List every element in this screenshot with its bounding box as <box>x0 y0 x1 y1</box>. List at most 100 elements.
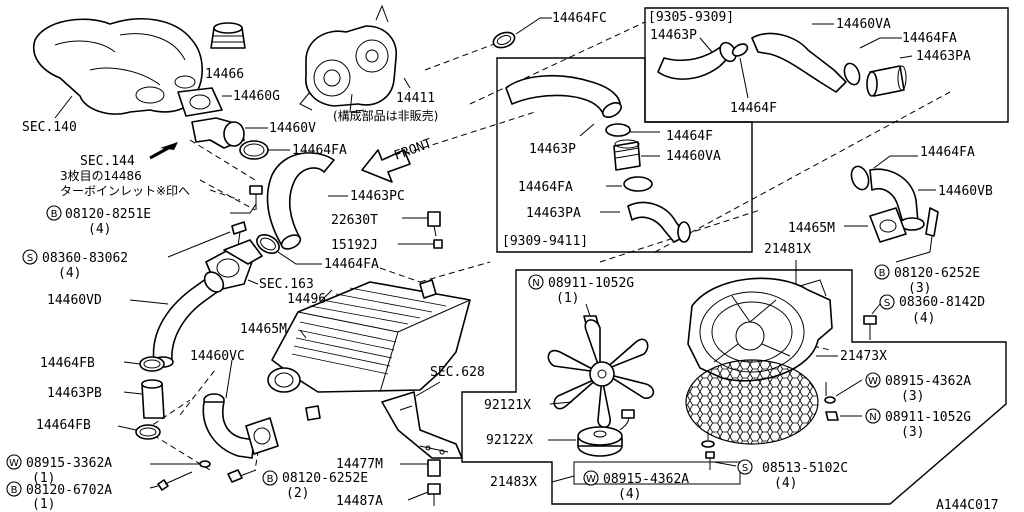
screw-08513-5102C-label: 08513-5102C <box>762 461 848 476</box>
part-14411-label: 14411 <box>396 91 435 106</box>
marker-s-8142D <box>879 294 895 310</box>
svg-text:N: N <box>869 412 876 423</box>
part-21481X-label: 21481X <box>764 242 811 257</box>
part-14464FA-clamp-b <box>256 234 322 265</box>
washer-08915-3362A-label: 08915-3362A <box>26 456 112 471</box>
nut-08911-1052G-r-qty: (3) <box>901 425 924 440</box>
washer-08915-4362A-b <box>701 432 715 448</box>
part-21483X-label: 21483X <box>490 475 537 490</box>
svg-text:B: B <box>51 209 58 220</box>
sec-144-note-1: 3枚目の14486 <box>60 168 142 183</box>
svg-text:S: S <box>884 298 890 309</box>
bolt-08120-8251E-qty: (4) <box>88 222 111 237</box>
box-1-range: [9305-9309] <box>648 10 734 25</box>
marker-s-5102C <box>737 459 753 475</box>
bolt-08120-6252E-c <box>227 469 257 483</box>
washer-08915-4362A-b-qty: (4) <box>618 487 641 502</box>
screw-08513-5102C-qty: (4) <box>774 476 797 491</box>
nut-08911-1052G-top-qty: (1) <box>556 291 579 306</box>
bracket-14477M <box>381 381 463 477</box>
nut-08911-1052G-r <box>825 411 862 421</box>
svg-text:W: W <box>9 458 19 469</box>
sec-163-label: SEC.163 <box>259 277 314 292</box>
marker-w-4362A-b <box>583 470 599 486</box>
washer-08915-4362A-r-label: 08915-4362A <box>885 374 971 389</box>
screw-08360-83062-label: 08360-83062 <box>42 251 128 266</box>
marker-s-83062 <box>22 249 38 265</box>
sec-144-label: SEC.144 <box>80 154 135 169</box>
part-21473X-label: 21473X <box>840 349 887 364</box>
part-14487A-label: 14487A <box>336 494 383 509</box>
box-2-14464F-label: 14464F <box>666 129 713 144</box>
front-arrow <box>361 149 411 183</box>
marker-b-8251E <box>46 205 62 221</box>
box-2-14464FA-label: 14464FA <box>518 180 573 195</box>
part-14463PC-label: 14463PC <box>350 189 405 204</box>
fan-assembly-outline <box>461 269 1007 505</box>
bolt-08120-6252E-c-label: 08120-6252E <box>282 471 368 486</box>
box-1-14464FA-label: 14464FA <box>902 31 957 46</box>
front-label: FRONT <box>392 136 434 164</box>
part-14460VB-elbow <box>844 155 939 263</box>
part-14463PB-label: 14463PB <box>47 386 102 401</box>
box-1-14463P-label: 14463P <box>650 28 697 43</box>
bolt-08120-6252E-r-label: 08120-6252E <box>894 266 980 281</box>
part-14464FC-clamp <box>492 17 552 49</box>
bolt-08120-8251E <box>230 185 263 214</box>
box-2-14463PA-label: 14463PA <box>526 206 581 221</box>
part-14411-note: (構成部品は非販売) <box>333 108 438 123</box>
screw-08513-5102C <box>705 451 737 470</box>
svg-text:B: B <box>267 474 274 485</box>
part-14460G-label: 14460G <box>233 89 280 104</box>
screw-08360-8142D-label: 08360-8142D <box>899 295 985 310</box>
nut-08911-1052G-r-label: 08911-1052G <box>885 410 971 425</box>
screw-08360-83062-qty: (4) <box>58 266 81 281</box>
part-21483X-leader <box>551 475 575 483</box>
part-14464FB-label-1: 14464FB <box>40 356 95 371</box>
marker-b-6252E-c <box>262 470 278 486</box>
bolt-14487A <box>407 483 441 506</box>
box-2-range: [9309-9411] <box>502 234 588 249</box>
variant-box-9309-9411 <box>496 57 753 253</box>
part-14460V-label: 14460V <box>269 121 316 136</box>
part-14464FA-clamp-a <box>239 140 290 160</box>
part-14464FC-label: 14464FC <box>552 11 607 26</box>
sec-144-note-2: ターボインレット※印へ <box>60 184 190 198</box>
part-14466-label: 14466 <box>205 67 244 82</box>
marker-w-4362A-r <box>865 372 881 388</box>
bolt-08120-8251E-label: 08120-8251E <box>65 207 151 222</box>
box-2-14463P-label: 14463P <box>529 142 576 157</box>
part-14460V-elbow <box>191 117 268 149</box>
svg-text:S: S <box>27 253 33 264</box>
marker-b-6252E-r <box>874 264 890 280</box>
washer-08915-4362A-r <box>824 379 863 404</box>
marker-w-3362A <box>6 454 22 470</box>
bolt-08120-6702A <box>149 471 193 491</box>
washer-08915-4362A-b-label: 08915-4362A <box>603 472 689 487</box>
part-14460VB-label: 14460VB <box>938 184 993 199</box>
intake-manifold <box>33 18 203 119</box>
svg-text:W: W <box>868 376 878 387</box>
part-14460VC-label: 14460VC <box>190 349 245 364</box>
marker-b-6702A <box>6 481 22 497</box>
intercooler-14496 <box>267 279 471 421</box>
part-14465M-label-c: 14465M <box>240 322 287 337</box>
marker-n-1052G-top <box>528 274 544 290</box>
marker-n-1052G-r <box>865 408 881 424</box>
box-1-14464F-label: 14464F <box>730 101 777 116</box>
box-1-14463PA-label: 14463PA <box>916 49 971 64</box>
sec-628-label: SEC.628 <box>430 365 485 380</box>
bolt-08120-6702A-label: 08120-6702A <box>26 483 112 498</box>
washer-08915-3362A-qty: (1) <box>32 471 55 486</box>
fan-blade-92121X <box>547 319 655 429</box>
turbocharger-14411 <box>299 4 411 113</box>
sec-140-label: SEC.140 <box>22 120 77 135</box>
box-2-14460VA-label: 14460VA <box>666 149 721 164</box>
part-14460VD-label: 14460VD <box>47 293 102 308</box>
part-22630T-label: 22630T <box>331 213 378 228</box>
part-14464FA-label-b: 14464FA <box>324 257 379 272</box>
sensor-22630T <box>402 211 441 237</box>
part-14460VD-pipe <box>129 271 225 368</box>
part-14465M-label-r: 14465M <box>788 221 835 236</box>
